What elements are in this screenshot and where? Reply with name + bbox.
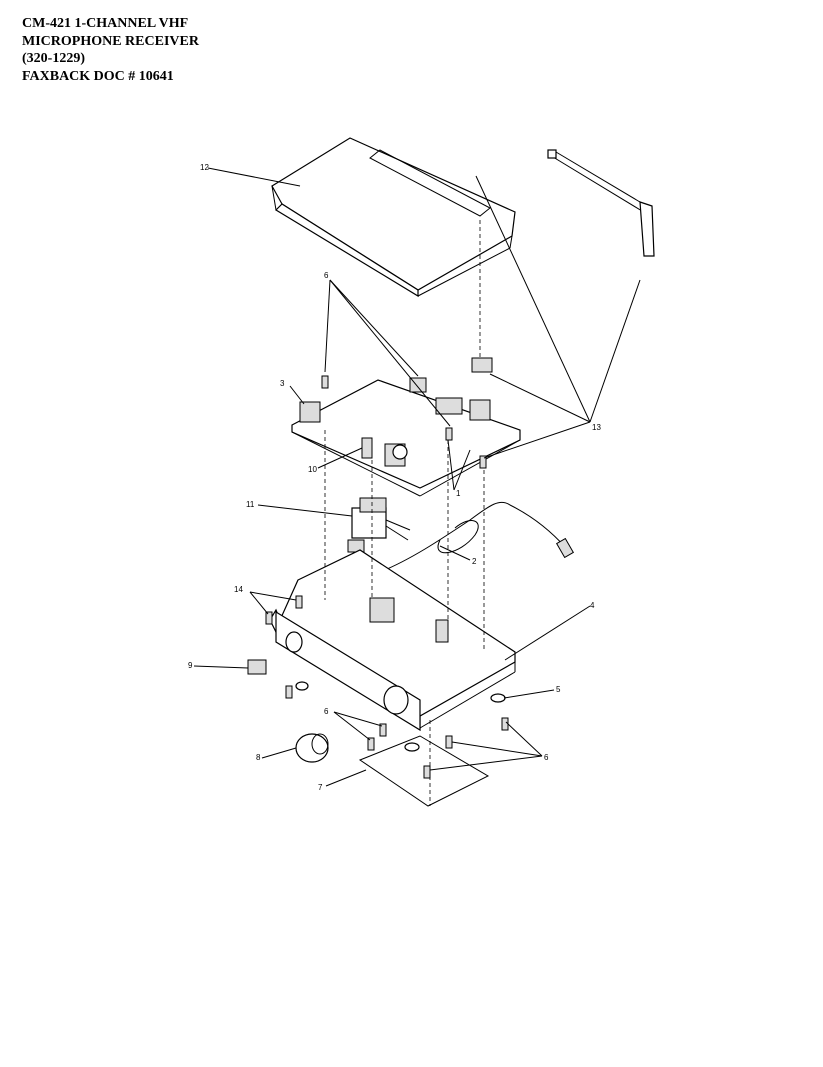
callout-8: 8 — [256, 753, 261, 762]
circuit-board-part — [291, 357, 521, 497]
callout-3: 3 — [280, 379, 285, 388]
transformer-part — [347, 497, 411, 553]
front-button-part — [247, 659, 267, 675]
base-chassis-part — [269, 549, 516, 732]
leader-lines — [193, 167, 641, 787]
callout-5: 5 — [556, 685, 561, 694]
callout-13: 13 — [592, 423, 601, 432]
callout-12: 12 — [200, 163, 209, 172]
callout-10: 10 — [308, 465, 317, 474]
callout-11: 11 — [246, 500, 255, 509]
callout-6-middle: 6 — [324, 707, 329, 716]
rubber-foot-part — [295, 681, 506, 703]
title-line-faxback-doc: FAXBACK DOC # 10641 — [22, 68, 174, 84]
document-header: CM-421 1-CHANNEL VHF MICROPHONE RECEIVER… — [22, 15, 199, 85]
callout-9: 9 — [188, 661, 193, 670]
screws-group — [265, 595, 509, 779]
antenna-part — [547, 149, 655, 257]
callout-labels: 12 6 3 10 13 1 11 2 14 4 9 5 6 8 6 7 — [188, 163, 601, 792]
assembly-guide-lines — [324, 220, 485, 806]
knob-part — [295, 733, 329, 763]
power-cord-part — [379, 501, 575, 573]
callout-2: 2 — [472, 557, 477, 566]
top-cover-part — [271, 137, 516, 298]
callout-7: 7 — [318, 783, 323, 792]
title-line-product: MICROPHONE RECEIVER — [22, 33, 199, 49]
callout-6-top: 6 — [324, 271, 329, 280]
callout-14: 14 — [234, 585, 243, 594]
title-line-model: CM-421 1-CHANNEL VHF — [22, 16, 189, 31]
callout-6-bottom: 6 — [544, 753, 549, 762]
callout-4: 4 — [590, 601, 595, 610]
title-line-part-number: (320-1229) — [22, 51, 85, 66]
foot-pad-part — [358, 735, 490, 807]
callout-1: 1 — [456, 489, 461, 498]
